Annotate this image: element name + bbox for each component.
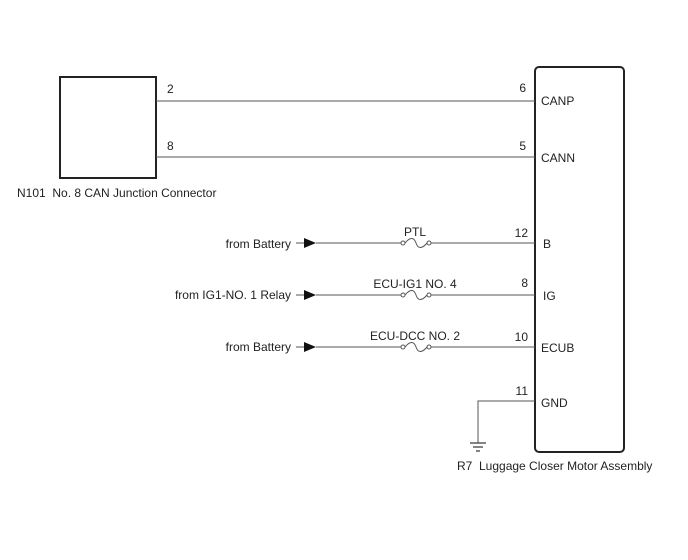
motor-assembly-label: R7 Luggage Closer Motor Assembly <box>457 459 652 473</box>
junction-pin-8: 8 <box>167 139 174 153</box>
fuse-label-ecu-ig1: ECU-IG1 NO. 4 <box>373 277 457 291</box>
terminal-pin-ecub: 10 <box>515 330 529 344</box>
terminal-pin-ig: 8 <box>521 276 528 290</box>
arrow-icon <box>304 238 316 248</box>
terminal-pin-gnd: 11 <box>516 384 529 398</box>
fuse-icon <box>400 290 432 300</box>
source-label-battery-2: from Battery <box>226 340 291 354</box>
fuse-label-ptl: PTL <box>404 225 426 239</box>
junction-connector-label: N101 No. 8 CAN Junction Connector <box>17 186 216 200</box>
motor-assembly-box <box>534 66 625 453</box>
gnd-wire <box>477 400 535 443</box>
terminal-pin-b: 12 <box>515 226 529 240</box>
source-label-ig1-relay: from IG1-NO. 1 Relay <box>175 288 291 302</box>
ground-icon <box>470 442 486 452</box>
terminal-name-ig: IG <box>543 289 556 303</box>
terminal-name-gnd: GND <box>541 396 568 410</box>
junction-pin-2: 2 <box>167 82 174 96</box>
arrow-icon <box>304 342 316 352</box>
fuse-label-ecu-dcc: ECU-DCC NO. 2 <box>370 329 460 343</box>
junction-connector-box <box>59 76 157 179</box>
source-label-battery-1: from Battery <box>226 237 291 251</box>
fuse-icon <box>400 342 432 352</box>
terminal-name-cann: CANN <box>541 151 575 165</box>
terminal-name-canp: CANP <box>541 94 574 108</box>
terminal-name-b: B <box>543 237 551 251</box>
fuse-icon <box>400 238 432 248</box>
terminal-name-ecub: ECUB <box>541 341 574 355</box>
terminal-pin-cann: 5 <box>519 139 526 153</box>
arrow-icon <box>304 290 316 300</box>
terminal-pin-canp: 6 <box>519 81 526 95</box>
